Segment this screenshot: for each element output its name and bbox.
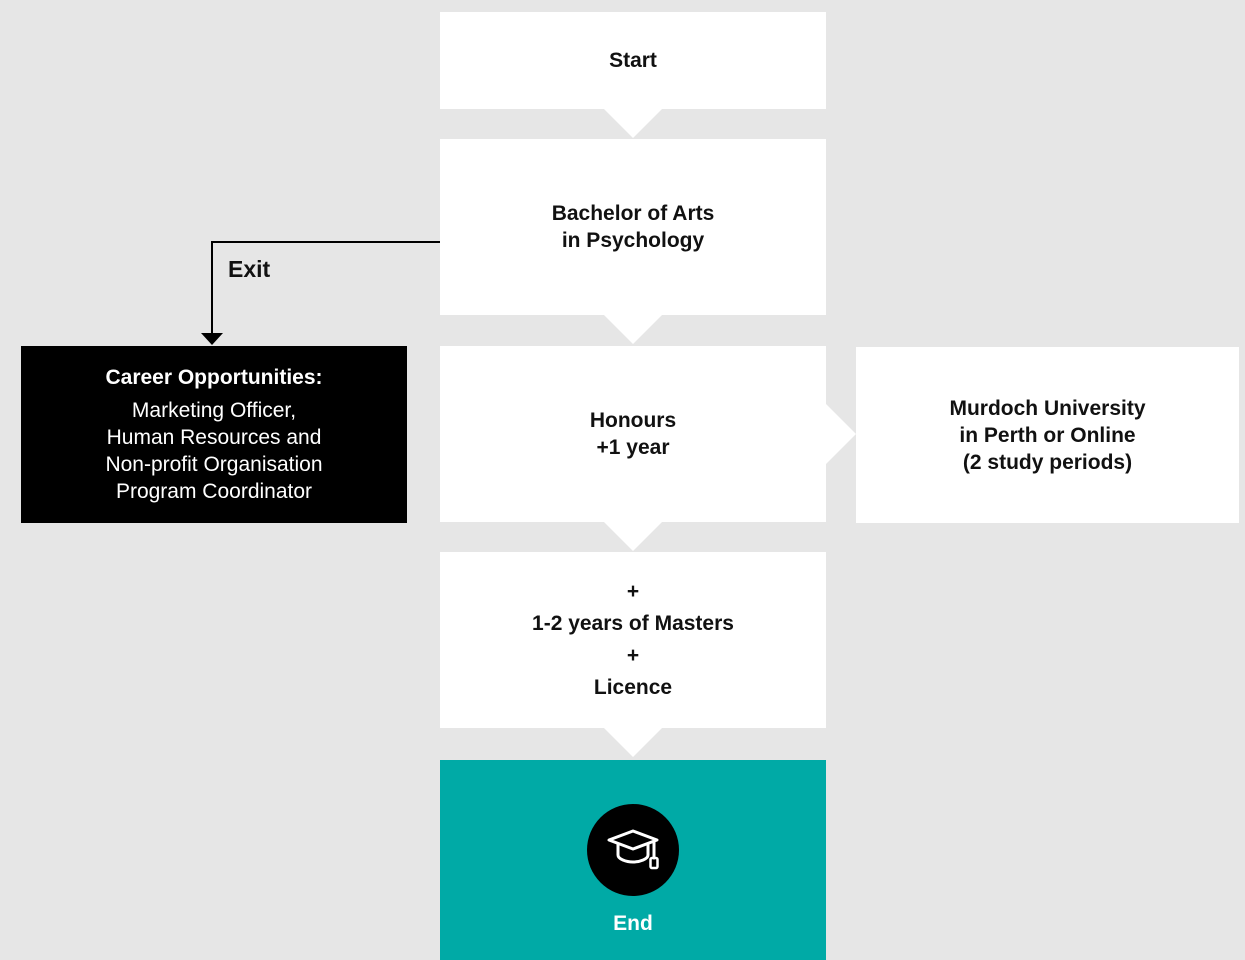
exit-label: Exit xyxy=(228,256,271,282)
honours-line-2: +1 year xyxy=(596,436,670,459)
honours-line-1: Honours xyxy=(589,409,677,432)
arrow-masters-to-end xyxy=(604,728,662,757)
bachelor-node: Bachelor of Arts in Psychology xyxy=(440,139,826,315)
exit-arrowhead xyxy=(201,333,223,345)
arrow-honours-to-murdoch xyxy=(826,404,856,464)
career-line-1: Marketing Officer, xyxy=(131,399,297,422)
arrow-bachelor-to-honours xyxy=(604,315,662,344)
murdoch-line-2: in Perth or Online xyxy=(959,423,1136,447)
masters-line-1: + xyxy=(626,580,640,603)
start-node: Start xyxy=(440,12,826,109)
masters-line-4: Licence xyxy=(593,676,673,699)
bachelor-line-2: in Psychology xyxy=(561,229,705,252)
end-label: End xyxy=(613,912,653,935)
exit-connector-horizontal xyxy=(211,241,440,243)
murdoch-line-3: (2 study periods) xyxy=(962,450,1133,474)
masters-line-3: + xyxy=(626,644,640,667)
career-line-2: Human Resources and xyxy=(106,426,322,449)
end-node: End xyxy=(440,760,826,960)
masters-node: + 1-2 years of Masters + Licence xyxy=(440,552,826,728)
career-line-3: Non-profit Organisation xyxy=(105,453,323,476)
bachelor-line-1: Bachelor of Arts xyxy=(551,202,715,225)
career-opportunities-node: Career Opportunities: Marketing Officer,… xyxy=(21,346,407,523)
murdoch-node: Murdoch University in Perth or Online (2… xyxy=(856,347,1239,523)
career-title: Career Opportunities: xyxy=(105,366,323,389)
exit-connector-vertical xyxy=(211,241,213,335)
career-line-4: Program Coordinator xyxy=(115,480,313,503)
arrow-start-to-bachelor xyxy=(604,109,662,138)
arrow-honours-to-masters xyxy=(604,522,662,551)
start-label: Start xyxy=(609,49,657,72)
masters-line-2: 1-2 years of Masters xyxy=(532,612,734,635)
honours-node: Honours +1 year xyxy=(440,346,826,522)
graduation-cap-icon xyxy=(587,804,679,896)
murdoch-line-1: Murdoch University xyxy=(949,396,1146,420)
